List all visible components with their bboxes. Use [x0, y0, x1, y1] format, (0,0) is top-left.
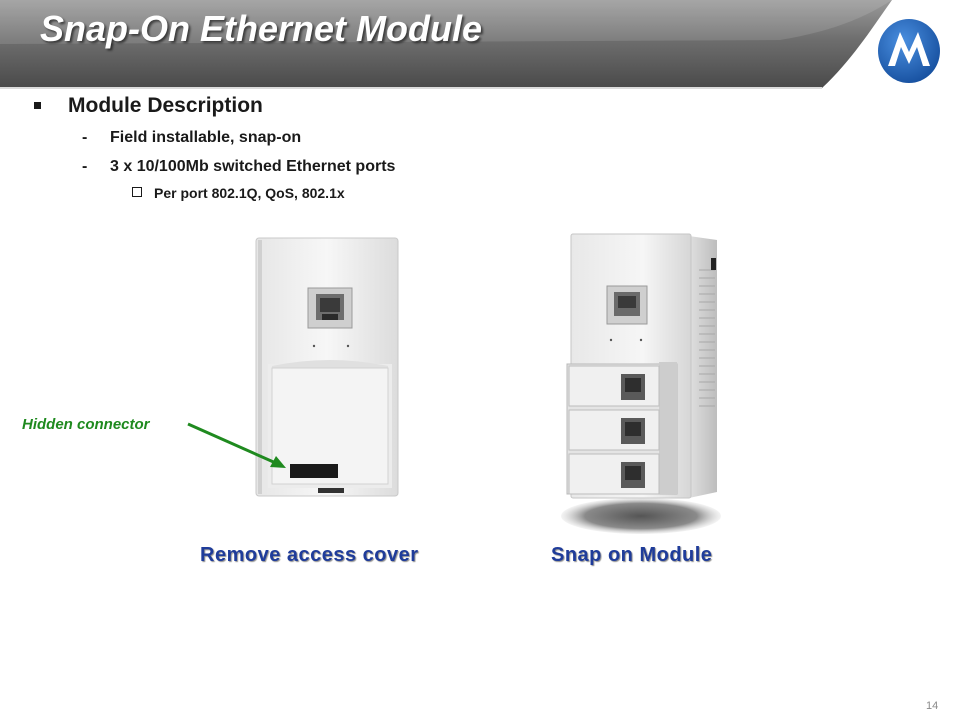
bullet-text: Module Description — [68, 94, 263, 117]
caption-remove-access-cover: Remove access cover — [200, 544, 419, 566]
slide-title: Snap-On Ethernet Module — [40, 8, 483, 49]
caption-snap-on-module: Snap on Module — [551, 544, 713, 566]
bullet-text: Per port 802.1Q, QoS, 802.1x — [154, 185, 345, 201]
hidden-connector-label: Hidden connector — [22, 416, 150, 433]
snap-on-module-photo — [561, 233, 721, 534]
bullet-text: Field installable, snap-on — [110, 129, 302, 146]
title-banner — [0, 0, 892, 89]
hollow-square-bullet-icon — [132, 187, 142, 197]
motorola-logo-icon — [878, 19, 940, 83]
bullet-text: 3 x 10/100Mb switched Ethernet ports — [110, 158, 396, 175]
dash-marker: - — [82, 158, 88, 175]
square-bullet-icon — [34, 102, 41, 109]
callout-arrow — [187, 422, 286, 468]
dash-marker: - — [82, 129, 88, 146]
access-cover-photo — [255, 237, 399, 497]
page-number: 14 — [926, 700, 939, 712]
